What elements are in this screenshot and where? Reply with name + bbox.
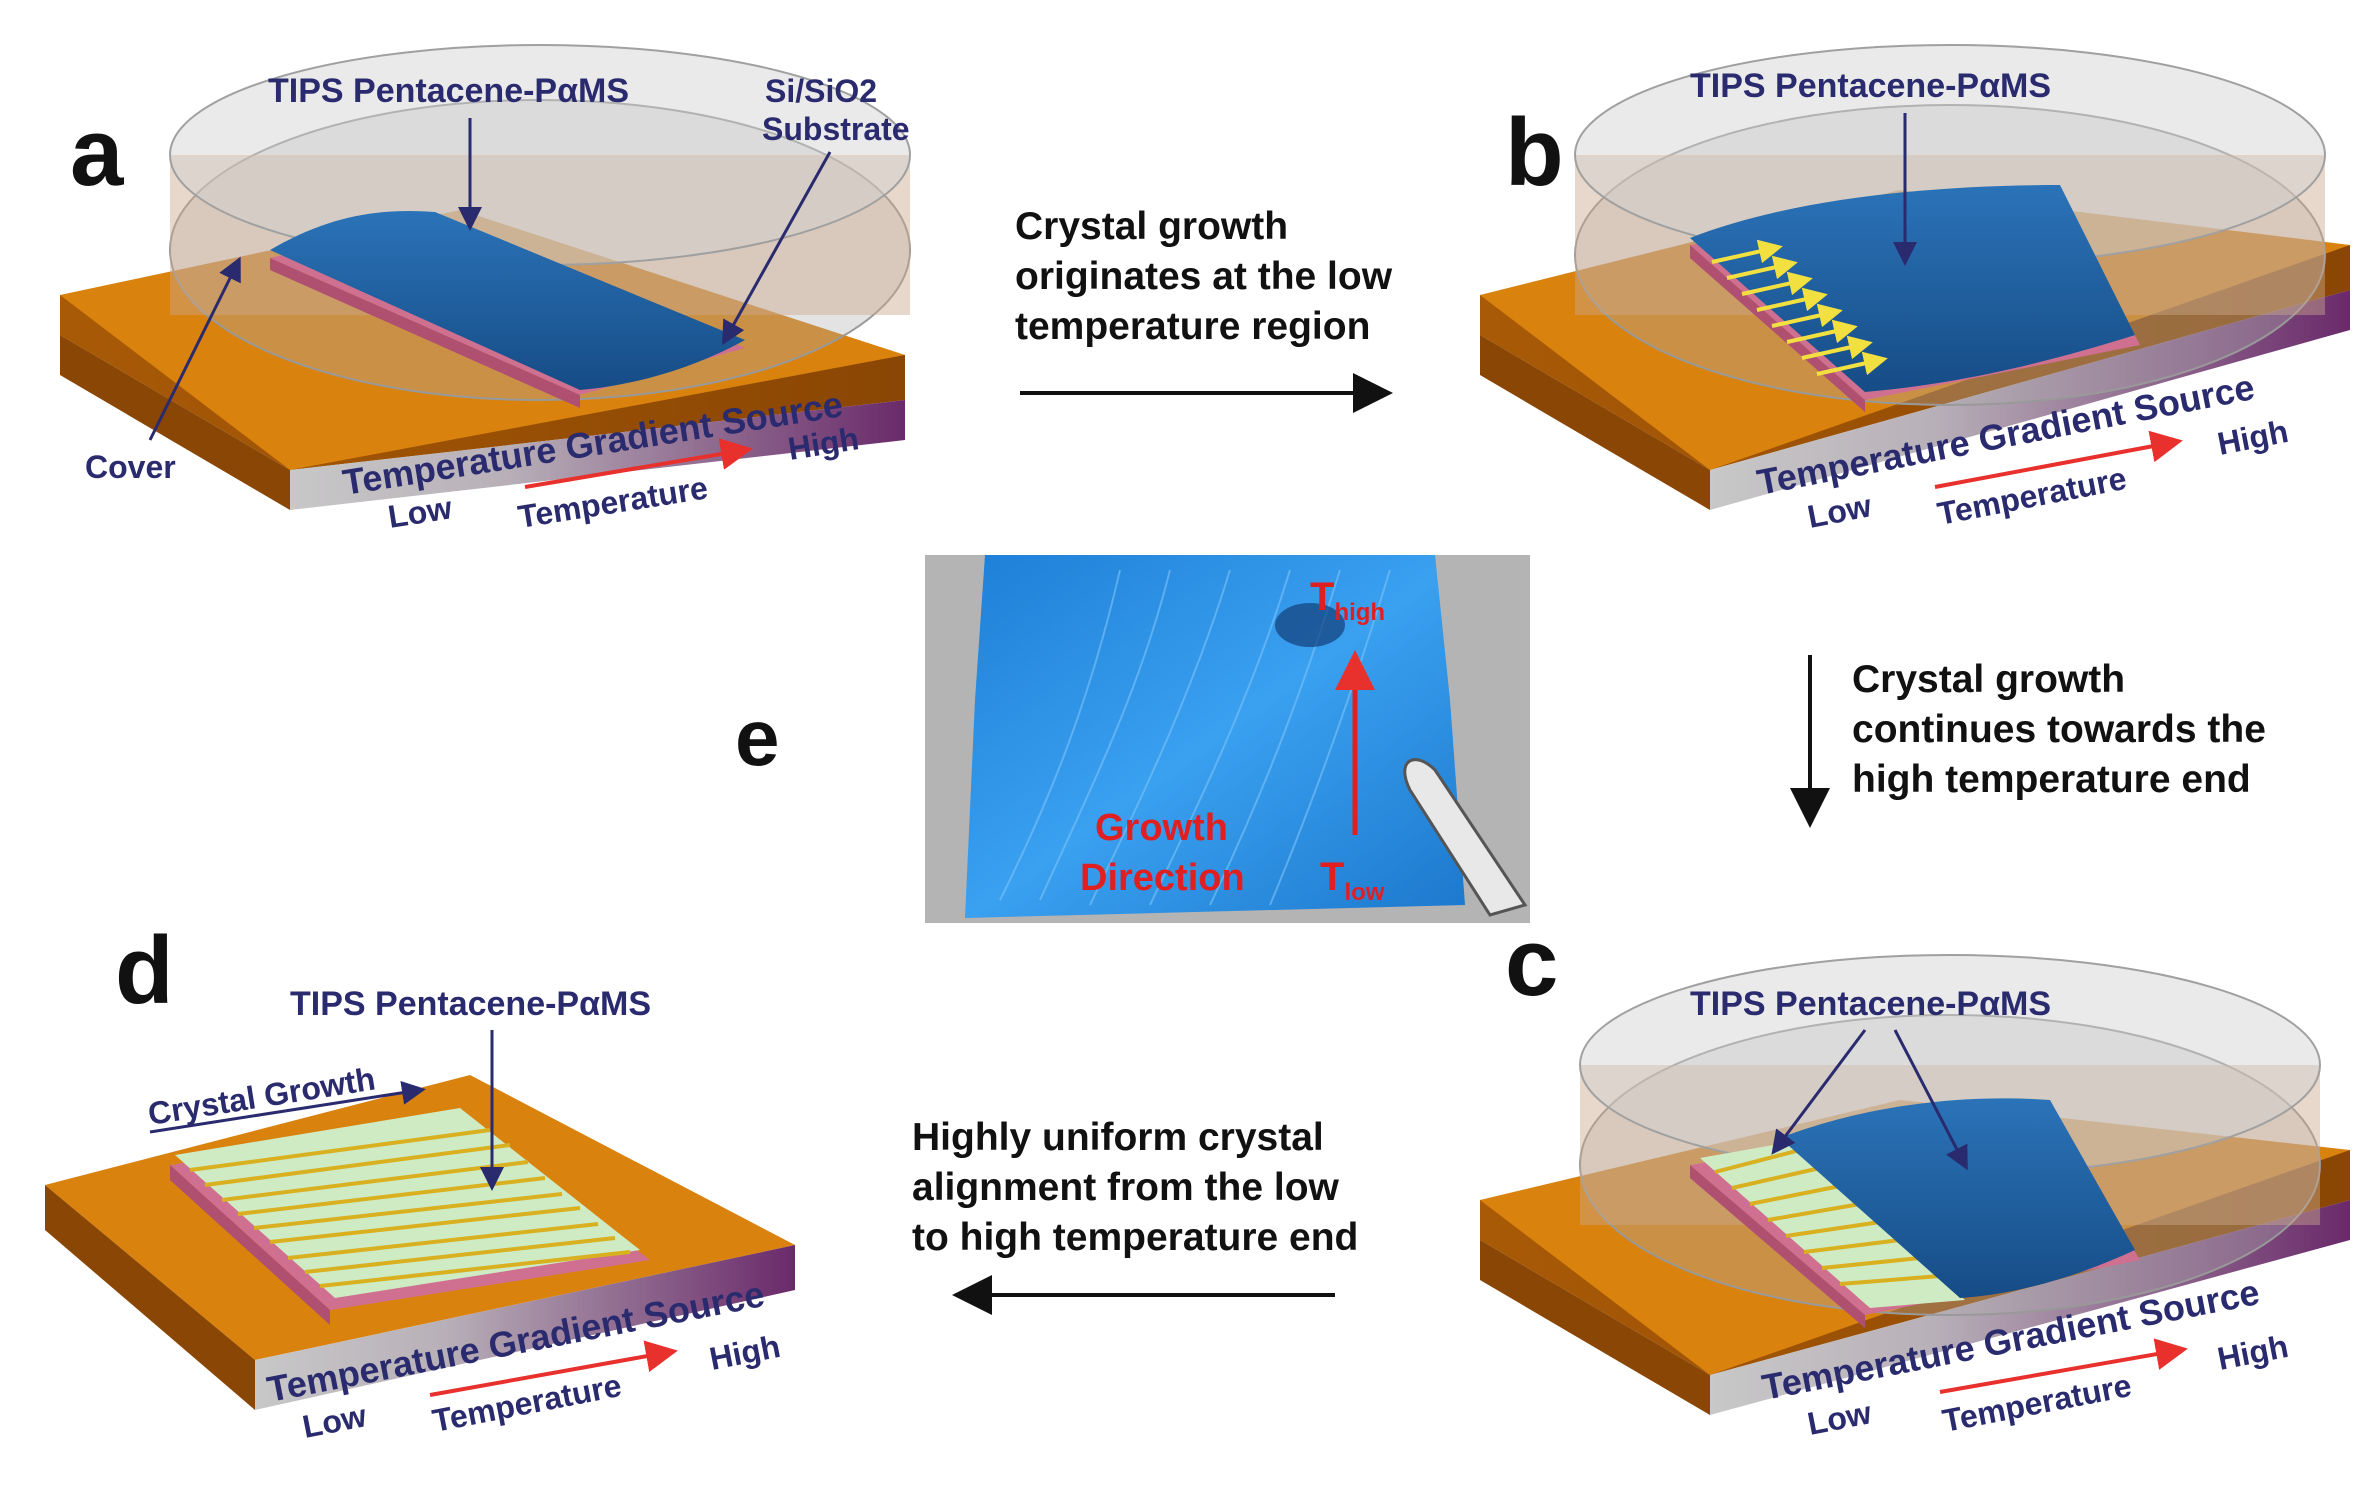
low-label: Low	[1804, 487, 1874, 535]
panel-letter: d	[115, 917, 174, 1024]
step-caption-a-to-b: Crystal growth originates at the low tem…	[1015, 202, 1392, 352]
temperature-label: Temperature	[1939, 1367, 2134, 1439]
crystal-texture	[999, 569, 1391, 906]
dark-spot	[1275, 603, 1345, 647]
temperature-arrow	[429, 1340, 678, 1397]
panel-d: d TIPS Pentacene-PαMS Crystal Growth Tem…	[45, 917, 795, 1445]
caption-line: alignment from the low	[912, 1166, 1339, 1209]
caption-line: continues towards the	[1852, 708, 2266, 751]
caption-line: originates at the low	[1015, 255, 1393, 298]
temperature-arrow	[1939, 1338, 2188, 1394]
step-caption-b-to-c: Crystal growth continues towards the hig…	[1852, 655, 2266, 805]
panel-letter: b	[1505, 99, 1564, 206]
film-label: TIPS Pentacene-PαMS	[268, 72, 629, 110]
growth-label-line-2: Direction	[1080, 857, 1245, 899]
film-pointer-crystal	[1771, 1029, 1867, 1155]
film-pointer-solution	[1893, 1029, 1968, 1171]
panel-a: a TIPS Pentacene-PαMS Si/SiO2 Substrate …	[60, 44, 911, 535]
growth-label-line-1: Growth	[1095, 807, 1228, 849]
substrate-and-film	[1690, 1098, 2140, 1328]
caption-line: temperature region	[1015, 305, 1371, 348]
temperature-arrow	[1934, 430, 2183, 489]
cover-label: Cover	[85, 449, 176, 485]
substrate-pointer	[722, 151, 832, 346]
step-caption-c-to-d: Highly uniform crystal alignment from th…	[912, 1113, 1358, 1263]
panel-c: c TIPS Pentacene-PαMS Temperature Gradie…	[1480, 909, 2350, 1442]
crystal-film-photo	[965, 555, 1465, 918]
film-label: TIPS Pentacene-PαMS	[1690, 985, 2051, 1023]
panel-e: e Growth Direction Thigh Tlow	[735, 555, 1530, 923]
caption-line: to high temperature end	[912, 1216, 1359, 1259]
substrate-and-film	[1690, 185, 2140, 412]
panel-letter: e	[735, 693, 780, 782]
t-high-label: Thigh	[1310, 575, 1385, 626]
substrate-label-line-1: Si/SiO2	[765, 73, 877, 109]
caption-line: Crystal growth	[1852, 658, 2126, 701]
panel-b: b TIPS Pentacene-PαMS Temperature Gradie…	[1480, 44, 2350, 535]
crystal-stripes	[1714, 1148, 1941, 1286]
high-label: High	[706, 1328, 783, 1377]
substrate-and-film	[270, 210, 745, 408]
panel-letter: c	[1505, 909, 1558, 1016]
substrate-and-crystal-film	[170, 1108, 650, 1325]
temperature-arrow	[524, 438, 753, 489]
panel-letter: a	[70, 99, 124, 206]
crystal-growth-arrow	[149, 1080, 426, 1134]
film-label: TIPS Pentacene-PαMS	[1690, 67, 2051, 105]
cover-pointer	[148, 256, 241, 441]
caption-line: Crystal growth	[1015, 205, 1289, 248]
crystallized-region	[1700, 1142, 1965, 1308]
caption-line: Highly uniform crystal	[912, 1116, 1324, 1159]
low-label: Low	[1804, 1394, 1874, 1442]
high-label: High	[2214, 413, 2291, 462]
low-label: Low	[299, 1397, 369, 1445]
high-label: High	[2214, 1328, 2291, 1377]
t-low-label: Tlow	[1320, 855, 1385, 906]
crystal-stripes	[189, 1128, 631, 1288]
tweezer-tip	[1403, 758, 1528, 917]
substrate-label-line-2: Substrate	[762, 111, 910, 147]
film-label: TIPS Pentacene-PαMS	[290, 985, 651, 1023]
caption-line: high temperature end	[1852, 758, 2251, 801]
crystal-nucleation-arrows	[1711, 239, 1888, 376]
